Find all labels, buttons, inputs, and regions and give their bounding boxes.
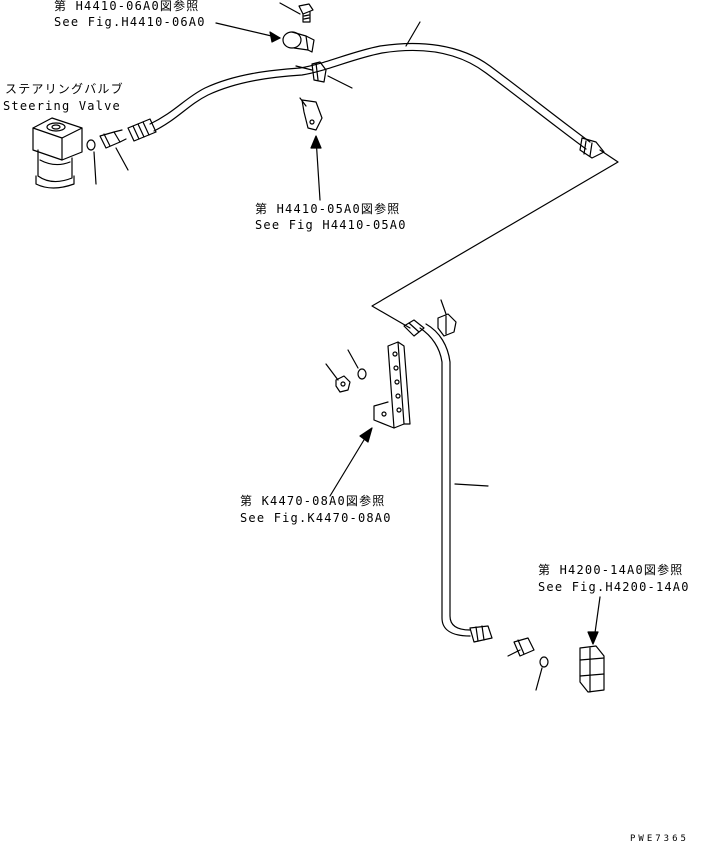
valve-oring [86,139,96,151]
continuation-line [371,149,619,329]
hose-clamp [282,31,315,53]
ref-h4410-05a0-jp: 第 H4410-05A0図参照 [255,202,401,216]
valve-adapter-leader [115,147,129,171]
valve-oring-leader [93,151,97,185]
ref-arrow-h4410-05a0 [310,135,322,201]
upper-hose [149,42,591,150]
drawing-code: PWE7365 [630,834,689,844]
pipe-clip [437,313,457,337]
oring-leader [535,667,543,691]
steering-valve-label-jp: ステアリングバルブ [5,82,124,96]
lower-pipe-bottom-fitting [469,625,493,643]
lower-pipe-top-fitting [403,319,425,337]
ref-arrow-h4200-14a0 [587,596,601,645]
bracket-nut [335,375,351,393]
upper-hose-left-fitting [127,118,157,142]
ref-k4470-08a0-jp: 第 K4470-08A0図参照 [240,494,386,508]
mounting-bracket [373,341,411,429]
ref-h4410-06a0-jp: 第 H4410-06A0図参照 [54,0,200,13]
clamp-collar [311,61,327,83]
valve-adapter [99,129,127,149]
lower-pipe [419,323,471,637]
collar-leader-2 [327,75,353,89]
lower-pipe-leader [454,483,489,487]
bracket-washer [357,368,367,380]
clamp-bracket [299,97,323,131]
collar-leader-1 [295,65,313,71]
upper-hose-right-fitting [579,137,605,159]
washer-leader [347,349,359,369]
ref-h4410-06a0-en: See Fig.H4410-06A0 [54,15,206,29]
ref-arrow-h4410-06a0 [215,22,281,43]
steering-valve-label-en: Steering Valve [3,99,121,113]
clip-leader [440,299,447,315]
ref-h4200-14a0-jp: 第 H4200-14A0図参照 [538,563,684,577]
pressure-switch [579,645,605,693]
nut-leader [325,363,339,381]
bottom-oring [539,656,549,668]
ref-arrow-k4470-08a0 [329,427,373,497]
hose-callout-leader [405,21,421,47]
bottom-adapter [513,637,535,657]
bolt-leader [279,2,301,15]
clamp-bolt [298,3,314,23]
ref-h4200-14a0-en: See Fig.H4200-14A0 [538,580,690,594]
ref-k4470-08a0-en: See Fig.K4470-08A0 [240,511,392,525]
adapter-leader [507,649,521,657]
steering-valve-body [32,117,83,189]
ref-h4410-05a0-en: See Fig H4410-05A0 [255,218,407,232]
